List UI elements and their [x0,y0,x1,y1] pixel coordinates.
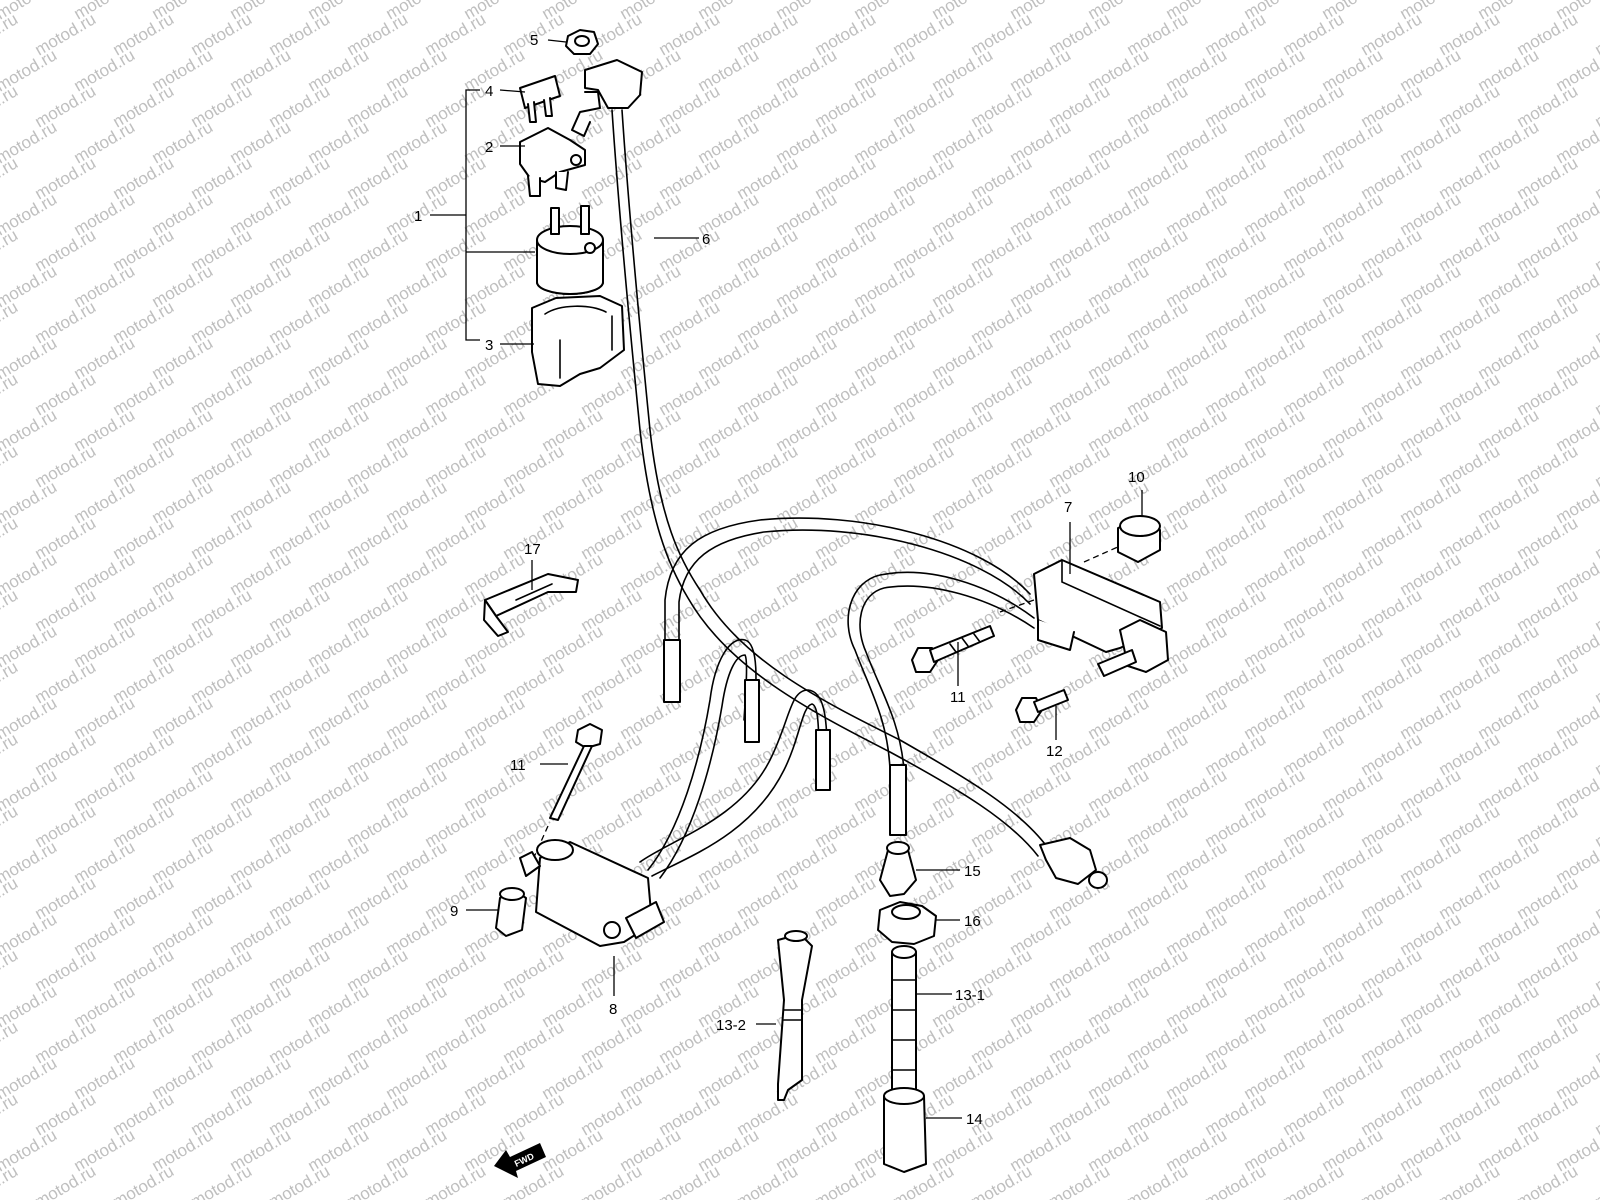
callout-1: 1 [414,208,422,225]
part-12-bolt [1015,689,1069,723]
part-11-bolt-upper [911,625,995,673]
watermark-text: motod.ru [968,1161,1036,1200]
watermark-text: motod.ru [344,1161,412,1200]
watermark-text: motod.ru [1592,1161,1600,1200]
watermark-text: motod.ru [0,1089,21,1139]
callout-10: 10 [1128,469,1145,486]
part-8-ignition-coil [519,839,665,947]
callout-3: 3 [485,337,493,354]
watermark-text: motod.ru [734,1161,802,1200]
watermark-text: motod.ru [0,729,21,779]
watermark-text: motod.ru [0,153,21,203]
part-10-spacer [1117,515,1161,563]
watermark-text: motod.ru [0,297,21,347]
watermark-text: motod.ru [0,9,21,59]
callout-11-upper: 11 [950,689,966,706]
callout-14: 14 [966,1111,983,1128]
watermark-text: motod.ru [812,1161,880,1200]
watermark-text: motod.ru [0,657,21,707]
watermark-text: motod.ru [656,1161,724,1200]
watermark-text: motod.ru [1202,1161,1270,1200]
callout-6: 6 [702,231,710,248]
part-6-starter-cable [571,59,1108,889]
callout-5: 5 [530,32,538,49]
part-15-cap [879,841,917,897]
callout-16: 16 [964,913,981,930]
part-9-spacer [495,887,527,937]
high-tension-leads [639,517,1035,879]
part-13-1-plug-cap [891,945,917,1095]
callout-4: 4 [485,83,493,100]
part-3-relay-cover [531,295,625,387]
watermark-text: motod.ru [1124,1161,1192,1200]
fwd-arrow-icon: FWD [494,1143,546,1178]
part-13-2-plug-cap [777,930,813,1101]
watermark-text: motod.ru [0,1017,21,1067]
callout-labels: 5 4 2 1 3 6 7 10 17 11 12 11 9 8 15 16 1… [414,32,1145,1128]
watermark-text: motod.ru [0,513,21,563]
callout-11-left: 11 [510,757,526,774]
part-16-seal [877,901,937,945]
callout-15: 15 [964,863,981,880]
callout-13-2: 13-2 [716,1017,746,1034]
watermark-text: motod.ru [188,1161,256,1200]
callout-2: 2 [485,139,493,156]
callout-13-1: 13-1 [955,987,985,1004]
watermark-text: motod.ru [578,1161,646,1200]
watermark-text: motod.ru [1280,1161,1348,1200]
callout-17: 17 [524,541,541,558]
watermark-text: motod.ru [1514,1161,1582,1200]
watermark-text: motod.ru [0,369,21,419]
part-4-fuse [519,75,561,123]
part-1-relay-body [536,205,604,295]
callout-9: 9 [450,903,458,920]
watermark-text: motod.ru [266,1161,334,1200]
part-1-starter-relay-assembly [430,89,535,341]
watermark-text: motod.ru [1358,1161,1426,1200]
watermark-text: motod.ru [0,225,21,275]
callout-8: 8 [609,1001,617,1018]
watermark-text: motod.ru [0,873,21,923]
watermark-text: motod.ru [32,1161,100,1200]
watermark-text: motod.ru [0,441,21,491]
part-14-sleeve [883,1087,927,1173]
callout-7: 7 [1064,499,1072,516]
callout-12: 12 [1046,743,1063,760]
part-2-fuse-holder [519,127,586,197]
watermark-text: motod.ru [422,1161,490,1200]
watermark-text: motod.ru [0,81,21,131]
watermark-text: motod.ru [0,585,21,635]
watermark-text: motod.ru [110,1161,178,1200]
watermark-text: motod.ru [0,945,21,995]
watermark-text: motod.ru [1046,1161,1114,1200]
watermark-text: motod.ru [1436,1161,1504,1200]
part-5-nut [565,29,599,55]
callout-leaders [466,39,1143,1119]
part-7-ignition-coil [999,545,1169,677]
watermark-text: motod.ru [0,801,21,851]
part-17-clamp [483,573,579,637]
watermark-text: motod.ru [0,1161,21,1200]
